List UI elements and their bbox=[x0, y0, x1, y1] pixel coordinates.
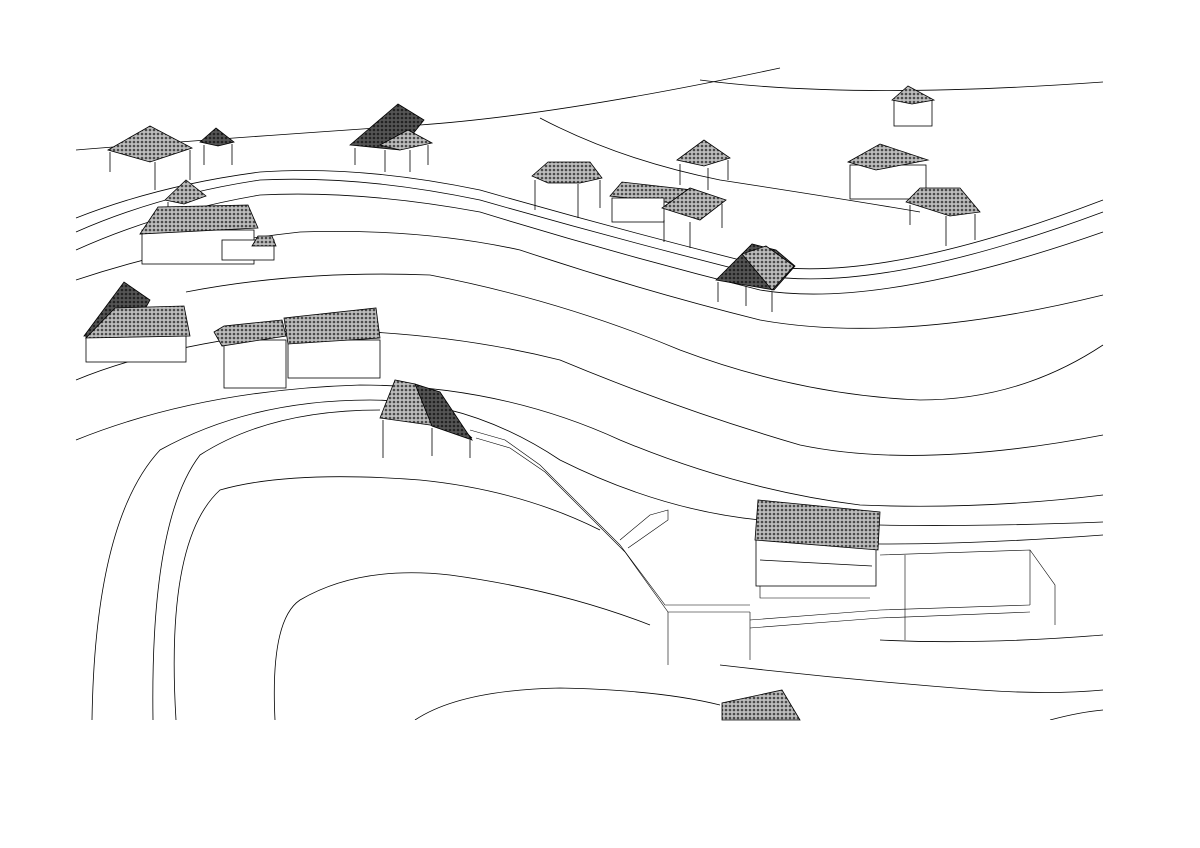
contour-line bbox=[879, 634, 1104, 643]
contour-line bbox=[91, 399, 1104, 720]
house bbox=[106, 125, 194, 190]
contour-line bbox=[173, 476, 601, 720]
contour-line bbox=[414, 687, 721, 720]
contour-line bbox=[185, 273, 1104, 401]
house bbox=[531, 161, 603, 218]
terrace-wall bbox=[879, 549, 1056, 625]
contour-line bbox=[75, 193, 1104, 295]
house bbox=[676, 139, 731, 190]
terrain-contours bbox=[75, 67, 1104, 720]
contour-line bbox=[75, 170, 1104, 270]
house bbox=[349, 103, 434, 172]
contour-line bbox=[75, 178, 1104, 280]
house bbox=[379, 379, 473, 458]
contour-line bbox=[719, 664, 1104, 693]
house bbox=[199, 127, 235, 165]
house bbox=[213, 307, 381, 389]
footpath bbox=[469, 429, 750, 606]
houses bbox=[83, 85, 981, 721]
terrace-wall bbox=[749, 611, 1031, 629]
house bbox=[609, 181, 727, 248]
house bbox=[721, 689, 801, 721]
contour-line bbox=[75, 384, 1104, 507]
retaining-wall bbox=[619, 509, 669, 549]
contour-line bbox=[152, 409, 381, 720]
contour-line bbox=[273, 572, 651, 720]
contour-line bbox=[699, 79, 1104, 91]
contour-line bbox=[1049, 709, 1104, 720]
house bbox=[891, 85, 936, 127]
house bbox=[754, 499, 881, 587]
house bbox=[715, 243, 796, 312]
contour-line bbox=[539, 117, 921, 213]
footpath bbox=[475, 437, 750, 613]
house bbox=[905, 187, 981, 246]
house bbox=[846, 143, 930, 200]
house bbox=[139, 204, 277, 265]
terrace-wall bbox=[749, 604, 1031, 621]
contour-line bbox=[75, 67, 781, 151]
house bbox=[83, 281, 191, 363]
